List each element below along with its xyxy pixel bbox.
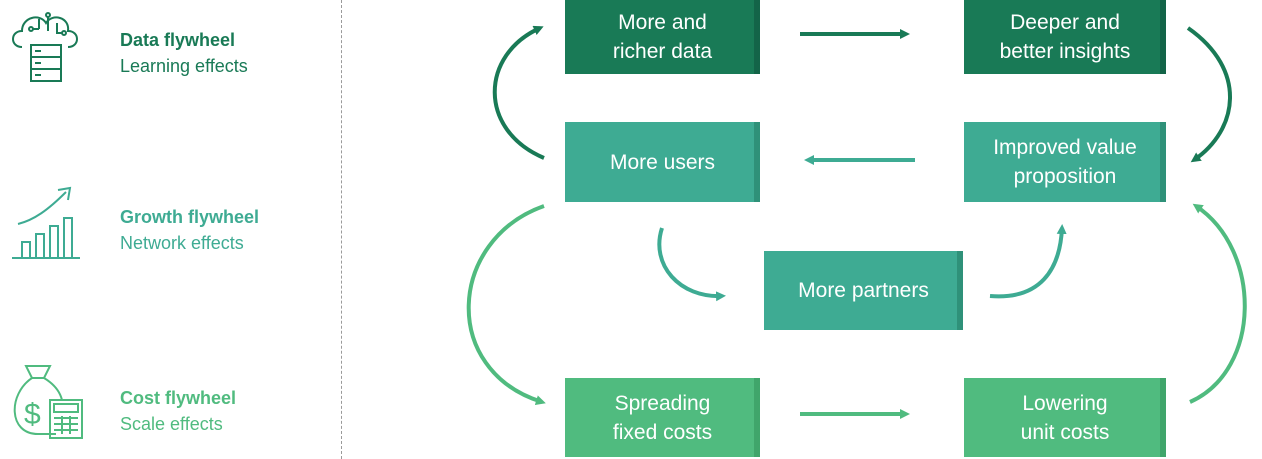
- box-deeper-insights: Deeper and better insights: [964, 0, 1166, 74]
- arrow-lowering-to-value: [1189, 203, 1247, 404]
- box-line: Improved value: [993, 136, 1137, 159]
- box-more-data: More and richer data: [565, 0, 760, 74]
- svg-text:$: $: [24, 398, 41, 431]
- legend-title: Cost flywheel: [120, 388, 237, 408]
- box-line: richer data: [612, 40, 713, 63]
- legend-growth-flywheel: Growth flywheel Network effects: [0, 180, 320, 270]
- legend-title: Data flywheel: [120, 30, 236, 50]
- arrow-users-to-spreading: [466, 204, 546, 405]
- box-line: better insights: [999, 40, 1131, 63]
- box-line: unit costs: [1020, 420, 1110, 444]
- box-line: More partners: [798, 279, 929, 302]
- box-more-partners: More partners: [764, 251, 963, 330]
- legend-divider: [341, 0, 342, 459]
- money-bag-calculator-icon: $: [4, 360, 94, 450]
- box-more-users: More users: [565, 122, 760, 202]
- legend-subtitle: Learning effects: [120, 56, 248, 76]
- box-line: More users: [609, 150, 716, 174]
- cloud-server-icon: [4, 5, 94, 95]
- arrow-users-to-partners: [657, 227, 726, 302]
- box-line: proposition: [1013, 165, 1117, 188]
- legend-title: Growth flywheel: [120, 207, 260, 227]
- box-line: More and: [618, 11, 707, 34]
- box-line: Deeper and: [1010, 11, 1120, 34]
- box-line: fixed costs: [612, 420, 713, 444]
- box-lowering-costs: Lowering unit costs: [964, 378, 1166, 457]
- arrow-users-to-data: [492, 25, 545, 160]
- legend-cost-flywheel: $ Cost flywheel Scale effects: [0, 360, 320, 450]
- box-line: Spreading: [614, 391, 711, 415]
- box-line: Lowering: [1022, 391, 1108, 415]
- growth-chart-icon: [4, 180, 94, 270]
- arrow-insights-to-value: [1186, 26, 1232, 163]
- legend-data-flywheel: Data flywheel Learning effects: [0, 5, 320, 95]
- arrow-partners-to-value: [989, 224, 1067, 299]
- legend-subtitle: Network effects: [120, 233, 244, 253]
- box-spreading-costs: Spreading fixed costs: [565, 378, 760, 457]
- legend-subtitle: Scale effects: [120, 414, 223, 434]
- box-improved-value: Improved value proposition: [964, 122, 1166, 202]
